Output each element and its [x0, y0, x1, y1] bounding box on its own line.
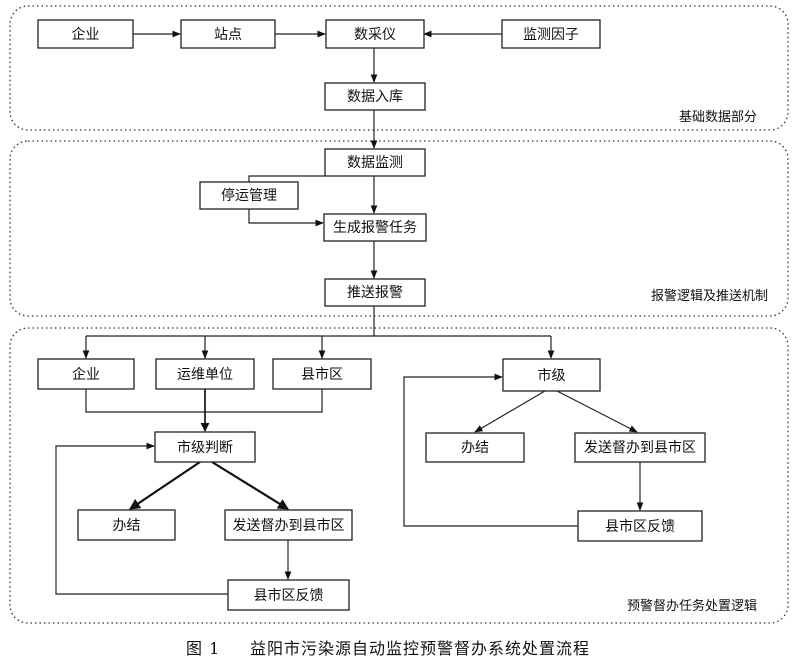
section-alarm-logic: 报警逻辑及推送机制 — [9, 140, 789, 317]
svg-text:县市区反馈: 县市区反馈 — [254, 587, 324, 604]
box-monitoring-factor: 监测因子 — [501, 19, 601, 49]
arrow-feedback-loop-left — [55, 442, 228, 595]
svg-text:数据入库: 数据入库 — [347, 89, 403, 105]
arrow-city-to-done — [474, 390, 546, 433]
svg-text:办结: 办结 — [113, 518, 141, 534]
section-label-alarm-logic: 报警逻辑及推送机制 — [651, 288, 768, 304]
svg-text:数采仪: 数采仪 — [354, 27, 396, 43]
line-merge-bottom — [85, 389, 323, 413]
box-push-alarm: 推送报警 — [324, 278, 426, 307]
arrow-shutdown-to-task — [248, 209, 324, 227]
box-data-storage: 数据入库 — [324, 82, 426, 111]
svg-text:推送报警: 推送报警 — [347, 285, 403, 301]
box-data-monitoring: 数据监测 — [324, 148, 426, 177]
figure-caption: 图 1 益阳市污染源自动监控预警督办系统处置流程 — [186, 639, 590, 658]
arrow-monitoring-to-shutdown — [248, 175, 325, 182]
box-send-supervision-left: 发送督办到县市区 — [224, 509, 353, 541]
box-city-judgment: 市级判断 — [154, 431, 256, 463]
box-station: 站点 — [180, 19, 276, 49]
box-done-left: 办结 — [77, 509, 176, 541]
box-generate-alarm-task: 生成报警任务 — [323, 213, 427, 242]
arrow-judgment-to-send — [211, 461, 289, 510]
box-shutdown-management: 停运管理 — [199, 181, 299, 210]
box-enterprise-left: 企业 — [37, 358, 135, 390]
svg-text:监测因子: 监测因子 — [523, 27, 579, 43]
box-county-district-left: 县市区 — [272, 358, 372, 390]
svg-text:办结: 办结 — [461, 440, 489, 456]
svg-text:发送督办到县市区: 发送督办到县市区 — [584, 439, 696, 456]
box-data-collector: 数采仪 — [325, 19, 425, 49]
svg-text:停运管理: 停运管理 — [221, 187, 277, 204]
box-enterprise-top: 企业 — [37, 19, 134, 49]
svg-text:县市区: 县市区 — [301, 366, 343, 383]
svg-text:发送督办到县市区: 发送督办到县市区 — [233, 517, 345, 534]
svg-text:市级: 市级 — [538, 367, 566, 384]
box-feedback-right: 县市区反馈 — [577, 510, 703, 542]
figure-number: 图 1 — [186, 639, 220, 658]
section-label-basic-data: 基础数据部分 — [679, 110, 757, 125]
arrow-judgment-to-done — [129, 461, 201, 510]
svg-text:运维单位: 运维单位 — [177, 367, 233, 383]
box-send-supervision-right: 发送督办到县市区 — [574, 432, 706, 463]
svg-text:市级判断: 市级判断 — [177, 439, 233, 456]
section-basic-data: 基础数据部分 — [9, 5, 789, 131]
svg-text:生成报警任务: 生成报警任务 — [333, 220, 417, 236]
svg-text:企业: 企业 — [72, 366, 100, 383]
box-operation-unit: 运维单位 — [155, 358, 255, 390]
arrow-feedback-loop-right — [403, 373, 578, 527]
section-label-supervision-logic: 预警督办任务处置逻辑 — [627, 598, 757, 614]
connectors — [55, 30, 644, 595]
svg-text:站点: 站点 — [214, 27, 242, 43]
figure-title: 益阳市污染源自动监控预警督办系统处置流程 — [250, 639, 590, 658]
svg-text:数据监测: 数据监测 — [347, 155, 403, 171]
box-done-right: 办结 — [425, 432, 525, 463]
svg-text:企业: 企业 — [72, 26, 100, 43]
box-feedback-left: 县市区反馈 — [227, 579, 350, 611]
arrow-city-to-send — [556, 390, 638, 433]
box-city-level: 市级 — [502, 358, 601, 392]
svg-text:县市区反馈: 县市区反馈 — [605, 518, 675, 535]
section-supervision-logic: 预警督办任务处置逻辑 — [9, 327, 789, 624]
